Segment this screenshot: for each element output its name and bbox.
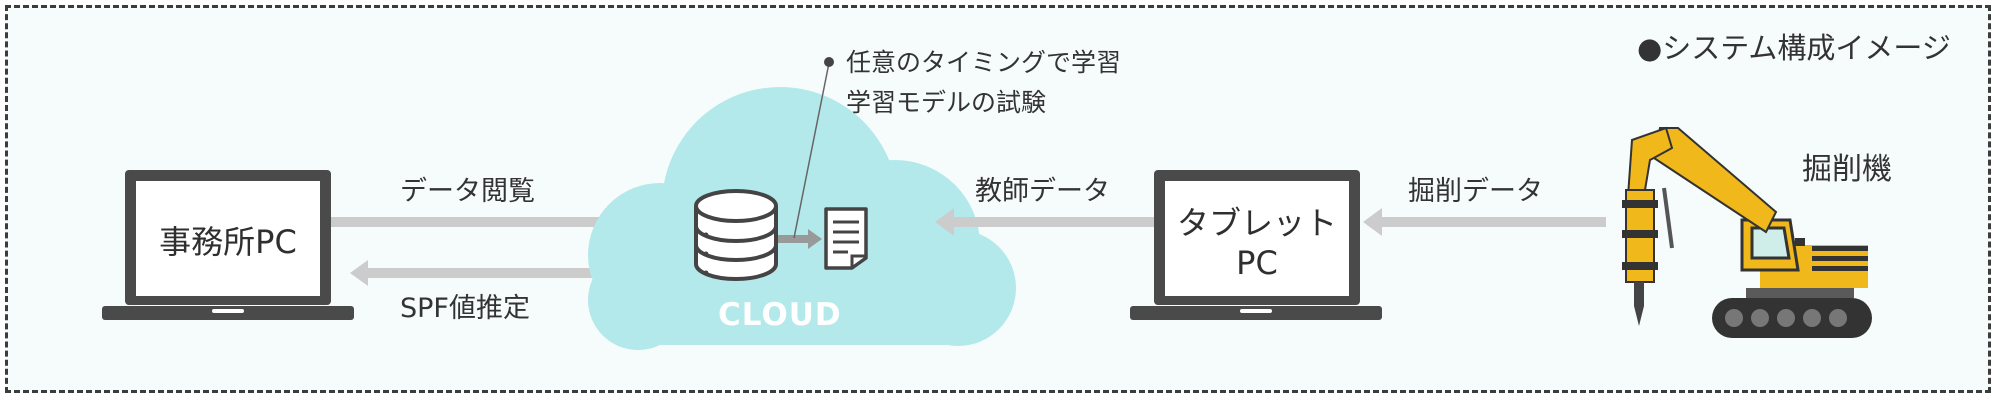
- tablet-pc-label-line2: PC: [1236, 244, 1278, 282]
- cloud-label: CLOUD: [718, 297, 842, 333]
- office-pc-label: 事務所PC: [159, 223, 297, 261]
- edge-label-data-view: データ閲覧: [400, 176, 535, 207]
- office-laptop-icon: [102, 170, 354, 320]
- arrow-teacher-data: [935, 208, 1154, 236]
- tablet-pc-label-line1: タブレット: [1176, 204, 1337, 242]
- diagram-title: ●システム構成イメージ: [1637, 31, 1951, 65]
- callout-line-2: 学習モデルの試験: [846, 88, 1047, 117]
- excavator-icon: [1622, 126, 1872, 338]
- tablet-pc-label: タブレット PC: [1165, 203, 1349, 283]
- arrow-spf-estimate: [350, 260, 594, 286]
- arrow-data-view: [331, 209, 624, 235]
- document-icon: [824, 207, 868, 270]
- callout-leader: [793, 57, 834, 239]
- arrow-excavation-data: [1363, 208, 1606, 236]
- edge-label-spf-estimate: SPF値推定: [400, 293, 530, 324]
- edge-label-teacher-data: 教師データ: [975, 176, 1110, 207]
- callout-line-1: 任意のタイミングで学習: [846, 48, 1122, 77]
- arrow-db-to-document: [778, 229, 822, 249]
- tablet-laptop-icon: [1130, 170, 1382, 320]
- excavator-label: 掘削機: [1802, 152, 1892, 187]
- edge-label-excavation-data: 掘削データ: [1408, 176, 1543, 207]
- database-icon: [694, 189, 778, 281]
